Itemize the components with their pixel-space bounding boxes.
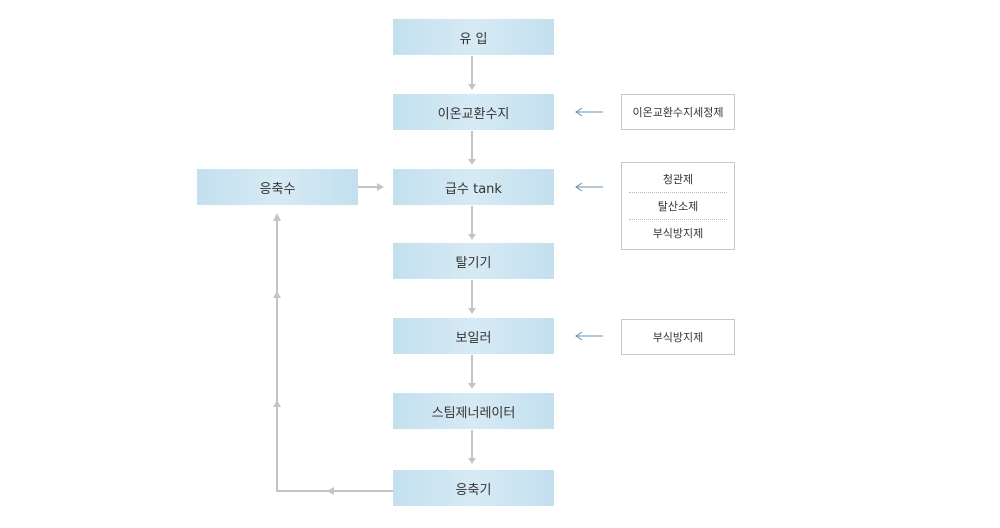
chemical-item: 탈산소제 [629,192,727,219]
step-feed-tank: 급수 tank [393,169,554,205]
arrowheads [273,84,476,495]
return-line [276,220,393,492]
chemical-arrow-feed-tank [575,182,603,192]
step-inflow: 유 입 [393,19,554,55]
step-condenser: 응축기 [393,470,554,506]
chemical-item: 청관제 [662,173,694,186]
step-ion-exchange-resin: 이온교환수지 [393,94,554,130]
step-steam-generator: 스팀제너레이터 [393,393,554,429]
chemical-box-resin-cleaner: 이온교환수지세정제 [621,94,735,130]
chemical-item: 부식방지제 [629,219,727,246]
chemical-box-boiler: 부식방지제 [621,319,735,355]
chemical-arrow-boiler [575,331,603,341]
step-deaerator: 탈기기 [393,243,554,279]
chemical-arrow-resin [575,107,603,117]
condensate-box: 응축수 [197,169,358,205]
step-boiler: 보일러 [393,318,554,354]
chemical-box-feed-tank: 청관제 탈산소제 부식방지제 [621,162,735,250]
